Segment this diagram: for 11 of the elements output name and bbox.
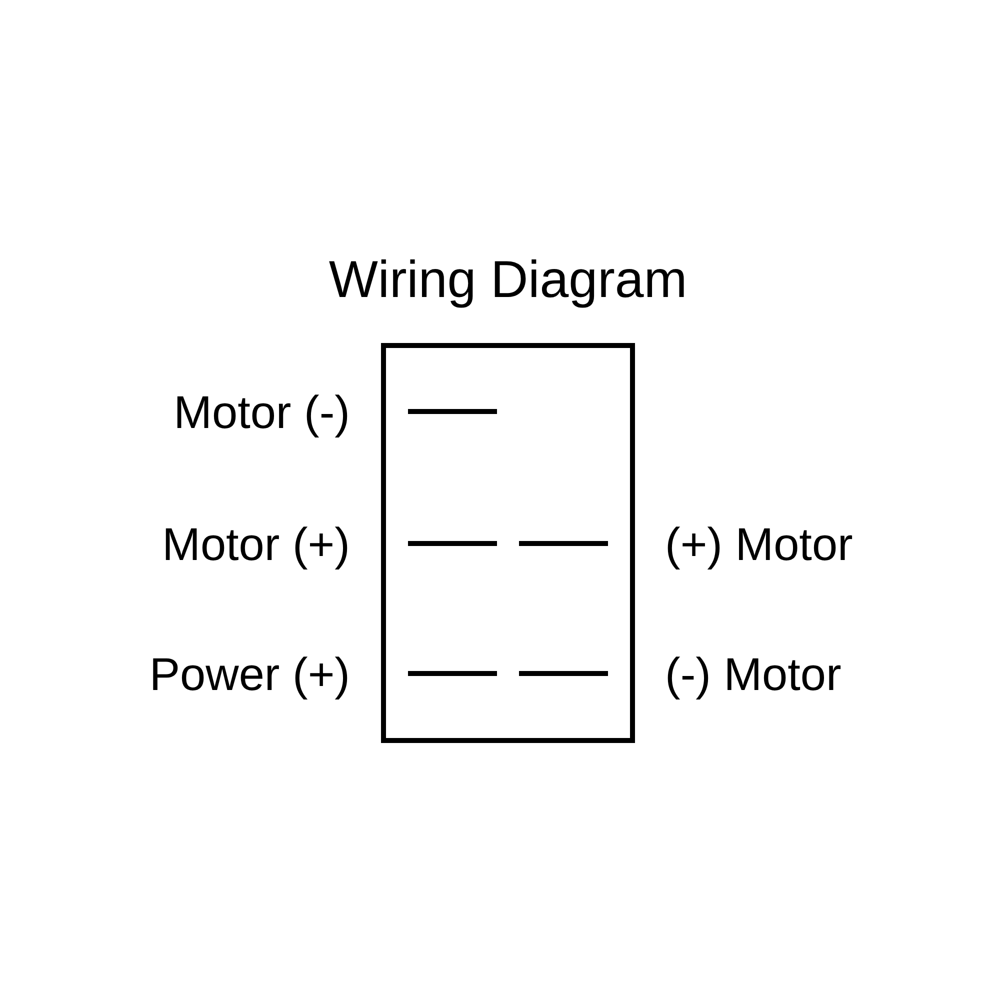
terminal-label: Motor (+) [162,518,350,570]
terminal-bar [519,671,608,676]
diagram-title: Wiring Diagram [328,250,688,310]
terminal-bar [519,541,608,546]
terminal-label: Motor (-) [174,386,350,438]
terminal-bar [408,409,497,414]
terminal-bar [408,541,497,546]
terminal-bar [408,671,497,676]
terminal-label: (-) Motor [665,648,842,700]
terminal-label: (+) Motor [665,518,853,570]
terminal-label: Power (+) [149,648,350,700]
